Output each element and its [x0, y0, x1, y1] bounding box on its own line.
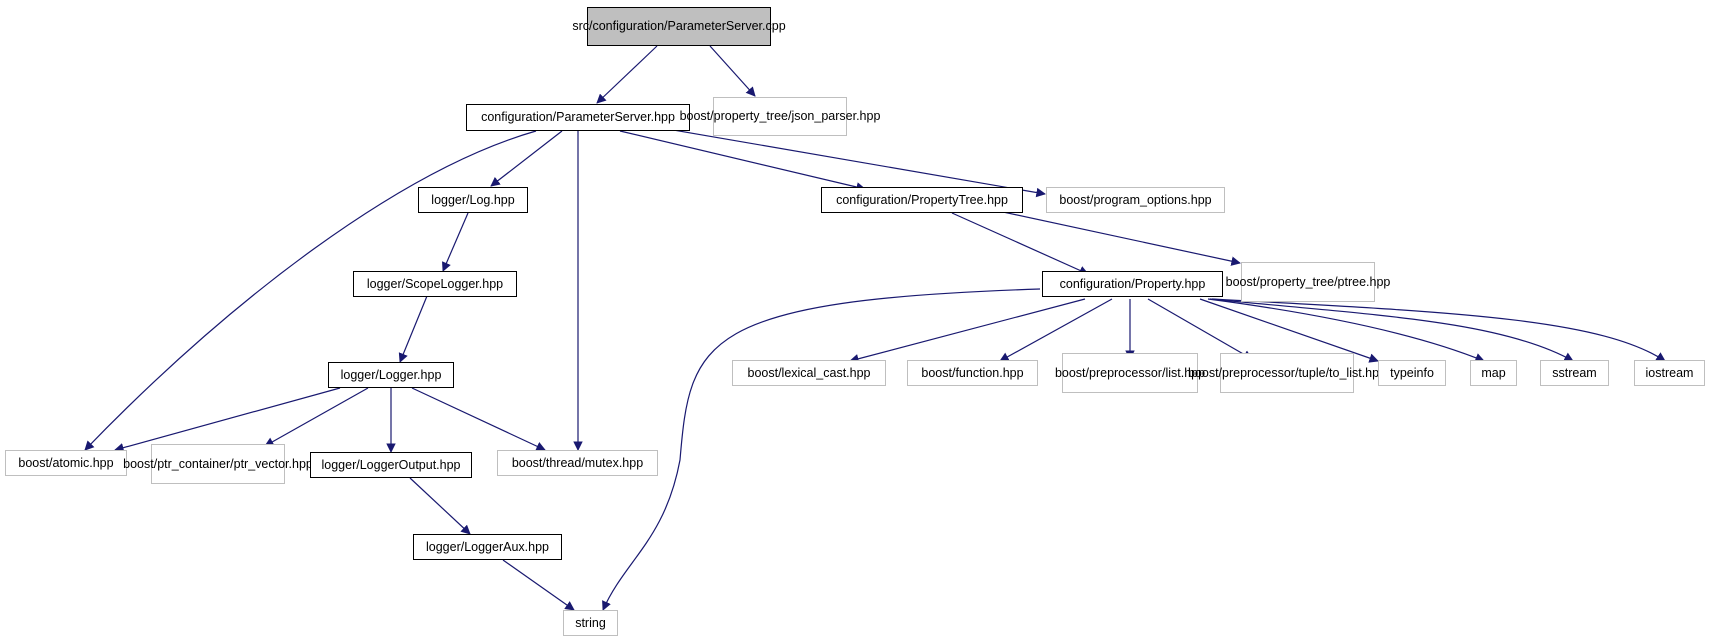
- node-label: sstream: [1552, 365, 1597, 380]
- edge-property-to-pp-tuple: [1147, 298, 1253, 360]
- node-sstream: sstream: [1540, 360, 1609, 386]
- edge-log-to-scopelogger: [442, 212, 469, 272]
- node-label: configuration/Property.hpp: [1059, 276, 1206, 291]
- edge-scopelogger-to-logger: [398, 295, 428, 363]
- node-label-line: boost/property_tree: [1225, 274, 1335, 289]
- edge-paramserver-to-propertytree: [619, 130, 866, 192]
- edge-property-to-map: [1207, 298, 1485, 363]
- edge-propertytree-to-property: [951, 212, 1089, 275]
- node-label: logger/LoggerAux.hpp: [425, 539, 549, 554]
- node-root-file: src/configuration/Parameter Server.cpp: [572, 7, 786, 46]
- node-label: map: [1481, 365, 1506, 380]
- node-label-line: /json_parser.hpp: [787, 109, 881, 123]
- node-atomic-hpp: boost/atomic.hpp: [5, 450, 127, 476]
- node-label: iostream: [1645, 365, 1694, 380]
- edge-loggeroutput-to-loggeraux: [409, 477, 471, 535]
- node-ptr-vector-hpp: boost/ptr_container /ptr_vector.hpp: [123, 444, 313, 484]
- edge-property-to-sstream: [1209, 298, 1574, 362]
- edge-paramserver-to-atomic: [84, 130, 537, 451]
- edge-root-to-json-parser: [709, 45, 756, 97]
- node-label-line: /ptr_vector.hpp: [230, 456, 313, 471]
- edge-paramserver-to-log: [490, 130, 563, 187]
- node-label: boost/atomic.hpp: [18, 455, 114, 470]
- edge-property-to-function: [999, 298, 1113, 362]
- node-logger-hpp[interactable]: logger/Logger.hpp: [328, 362, 454, 388]
- node-label: logger/ScopeLogger.hpp: [366, 276, 504, 291]
- node-label-line: /tuple/to_list.hpp: [1294, 365, 1387, 380]
- node-loggeroutput-hpp[interactable]: logger/LoggerOutput.hpp: [310, 452, 472, 478]
- node-property-hpp[interactable]: configuration/Property.hpp: [1042, 271, 1223, 297]
- edge-loggeraux-to-string: [502, 559, 575, 611]
- edge-propertytree-to-ptree: [979, 206, 1241, 266]
- edge-property-to-string: [602, 288, 1041, 611]
- node-label-line: boost/property_tree: [679, 109, 788, 123]
- node-label: logger/Log.hpp: [431, 192, 515, 207]
- node-label: boost/function.hpp: [921, 365, 1024, 380]
- node-mutex-hpp: boost/thread/mutex.hpp: [497, 450, 658, 476]
- edge-property-to-iostream: [1211, 298, 1666, 362]
- node-log-hpp[interactable]: logger/Log.hpp: [418, 187, 528, 213]
- node-label: logger/LoggerOutput.hpp: [321, 457, 461, 472]
- node-loggeraux-hpp[interactable]: logger/LoggerAux.hpp: [413, 534, 562, 560]
- edge-logger-to-mutex: [411, 387, 546, 451]
- node-label: configuration/ParameterServer.hpp: [481, 110, 675, 124]
- edge-logger-to-ptr-vector: [264, 387, 369, 447]
- node-label-line: boost/ptr_container: [123, 456, 231, 471]
- edge-property-to-lexical-cast: [849, 298, 1086, 364]
- node-label-line: /list.hpp: [1161, 365, 1206, 380]
- node-label: boost/program_options.hpp: [1059, 192, 1212, 207]
- node-typeinfo: typeinfo: [1378, 360, 1446, 386]
- node-label: typeinfo: [1390, 365, 1434, 380]
- node-json-parser-hpp: boost/property_tree /json_parser.hpp: [680, 97, 880, 136]
- node-lexical-cast-hpp: boost/lexical_cast.hpp: [732, 360, 886, 386]
- node-paramserver-hpp[interactable]: configuration/ParameterServer.hpp: [466, 104, 690, 131]
- node-program-options-hpp: boost/program_options.hpp: [1046, 187, 1225, 213]
- node-label: logger/Logger.hpp: [340, 367, 442, 382]
- node-label-line: boost/preprocessor: [1187, 365, 1295, 380]
- node-scopelogger-hpp[interactable]: logger/ScopeLogger.hpp: [353, 271, 517, 297]
- edge-root-to-paramserver: [596, 45, 658, 104]
- edge-logger-to-atomic: [114, 387, 341, 453]
- node-iostream: iostream: [1634, 360, 1705, 386]
- node-string: string: [563, 610, 618, 636]
- node-label-line: /ptree.hpp: [1334, 274, 1391, 289]
- edge-paramserver-to-program-options: [649, 125, 1046, 198]
- node-function-hpp: boost/function.hpp: [907, 360, 1038, 386]
- node-map: map: [1470, 360, 1517, 386]
- node-label-line: Server.cpp: [725, 19, 786, 33]
- edge-property-to-typeinfo: [1199, 298, 1379, 363]
- node-label: boost/lexical_cast.hpp: [747, 365, 871, 380]
- node-propertytree-hpp[interactable]: configuration/PropertyTree.hpp: [821, 187, 1023, 213]
- node-label: configuration/PropertyTree.hpp: [836, 192, 1008, 207]
- node-label: boost/thread/mutex.hpp: [511, 455, 644, 470]
- node-label-line: src/configuration/Parameter: [572, 19, 726, 33]
- node-label-line: boost/preprocessor: [1054, 365, 1162, 380]
- node-pp-list-hpp: boost/preprocessor /list.hpp: [1055, 353, 1205, 393]
- node-pp-tuple-hpp: boost/preprocessor /tuple/to_list.hpp: [1188, 353, 1386, 393]
- node-ptree-hpp: boost/property_tree /ptree.hpp: [1226, 262, 1390, 302]
- node-label: string: [575, 615, 606, 630]
